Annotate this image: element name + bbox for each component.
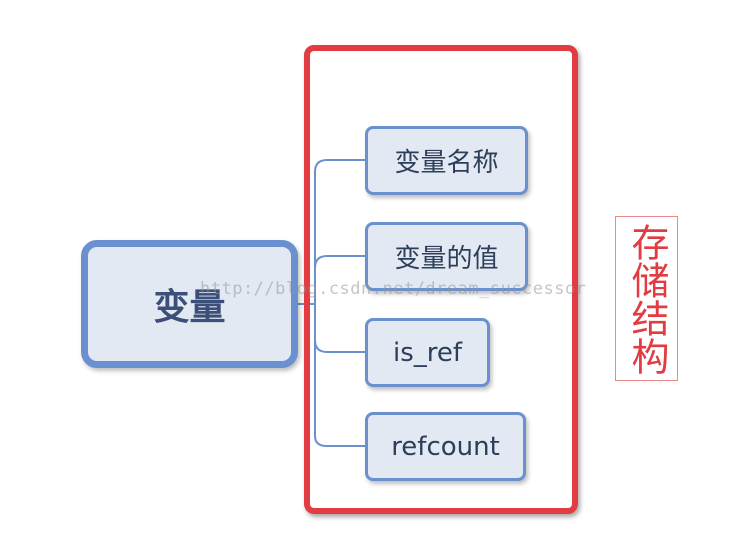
child-node-variable-name[interactable]: 变量名称 (365, 126, 528, 195)
root-node-variable[interactable]: 变量 (81, 240, 298, 368)
child-node-is-ref[interactable]: is_ref (365, 318, 490, 387)
storage-structure-label: 存储结构 (615, 216, 678, 381)
child-node-label: refcount (391, 431, 500, 462)
root-node-label: 变量 (153, 287, 226, 328)
child-node-label: 变量的值 (394, 244, 499, 274)
storage-structure-frame (304, 45, 578, 514)
child-node-variable-value[interactable]: 变量的值 (365, 222, 528, 291)
child-node-label: is_ref (392, 337, 463, 368)
child-node-label: 变量名称 (394, 148, 499, 178)
child-node-refcount[interactable]: refcount (365, 412, 526, 481)
storage-structure-text: 存储结构 (625, 222, 669, 375)
watermark-text: http://blog.csdn.net/dream_successor (200, 279, 587, 299)
